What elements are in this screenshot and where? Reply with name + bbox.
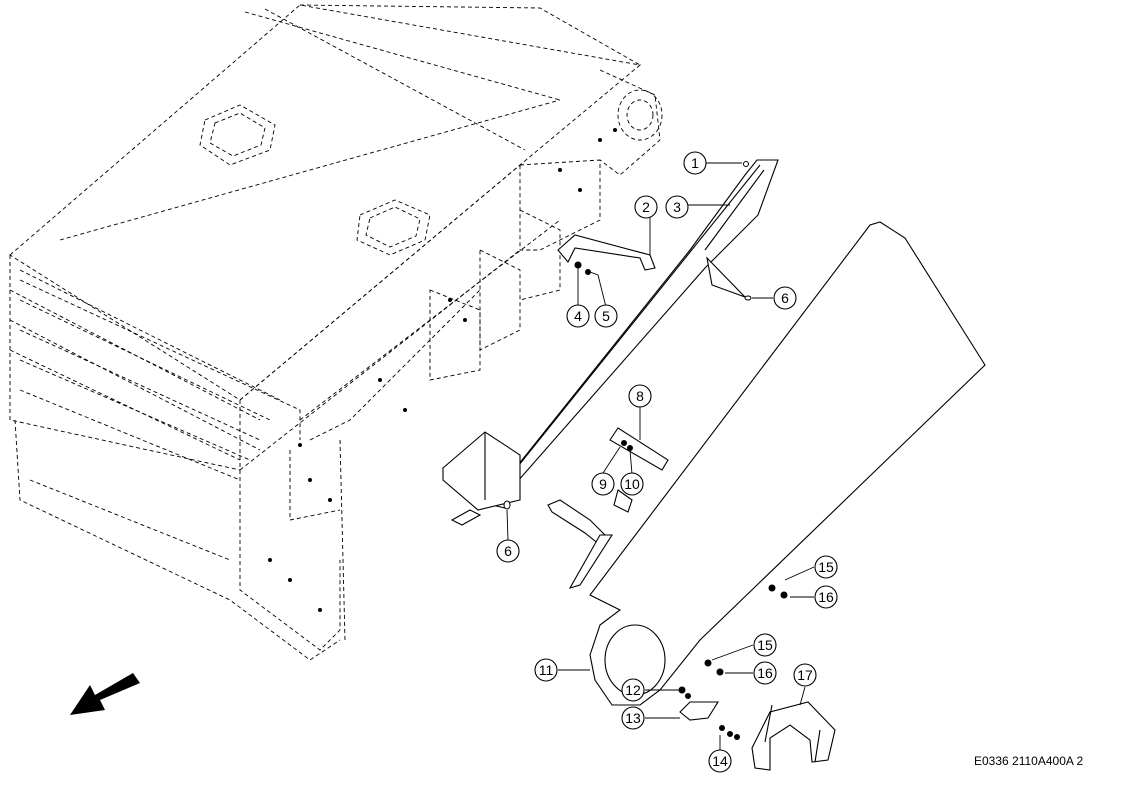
callout-label: 16 <box>818 589 834 605</box>
drawing-code: E0336 2110A400A 2 <box>974 754 1084 768</box>
callout-15a <box>814 555 838 579</box>
callout-label: 6 <box>781 290 789 306</box>
callout-13 <box>621 706 645 730</box>
callout-3 <box>665 195 689 219</box>
callout-9 <box>591 472 615 496</box>
callout-11 <box>534 658 558 682</box>
callout-labels: 1 2 3 4 5 6 6 8 9 10 11 12 13 14 15 16 1… <box>504 155 834 769</box>
panel-part-11 <box>589 221 986 706</box>
bracket-part-8 <box>609 427 669 471</box>
callout-label: 8 <box>636 388 644 404</box>
callout-label: 9 <box>599 476 607 492</box>
machine-fastener-dots <box>268 128 617 612</box>
callout-15b <box>753 633 777 657</box>
bracket-arm <box>547 499 606 546</box>
callout-circles <box>496 151 838 773</box>
callout-16b <box>753 661 777 685</box>
callout-label: 5 <box>602 308 610 324</box>
callout-5 <box>594 304 618 328</box>
callout-label: 6 <box>504 543 512 559</box>
guard-part-13 <box>679 701 719 721</box>
callout-14 <box>708 749 732 773</box>
bracket-part-2 <box>557 234 656 271</box>
callout-label: 10 <box>624 476 640 492</box>
callout-label: 11 <box>539 662 554 678</box>
callout-label: 12 <box>625 682 641 698</box>
callout-label: 13 <box>625 710 641 726</box>
callout-label: 14 <box>712 753 728 769</box>
callout-4 <box>566 304 590 328</box>
callout-2 <box>634 195 658 219</box>
hood-part-17 <box>751 701 836 771</box>
leader-lines <box>506 162 815 750</box>
callout-label: 15 <box>757 637 773 653</box>
direction-arrow-icon <box>70 673 140 715</box>
callout-label: 3 <box>673 199 681 215</box>
machine-body-phantom <box>9 4 663 661</box>
solid-parts <box>442 159 986 771</box>
callout-10 <box>620 472 644 496</box>
callout-label: 17 <box>797 667 813 683</box>
callout-17 <box>793 663 817 687</box>
callout-8 <box>628 384 652 408</box>
callout-16a <box>814 585 838 609</box>
end-box <box>442 431 521 511</box>
callout-label: 16 <box>757 665 773 681</box>
callout-12 <box>621 678 645 702</box>
callout-6b <box>496 539 520 563</box>
hardware <box>503 161 788 740</box>
callout-6a <box>773 286 797 310</box>
callout-label: 1 <box>691 155 699 171</box>
callout-label: 2 <box>642 199 650 215</box>
callout-1 <box>683 151 707 175</box>
fin-part <box>706 256 746 298</box>
callout-label: 15 <box>818 559 834 575</box>
callout-label: 4 <box>574 308 582 324</box>
